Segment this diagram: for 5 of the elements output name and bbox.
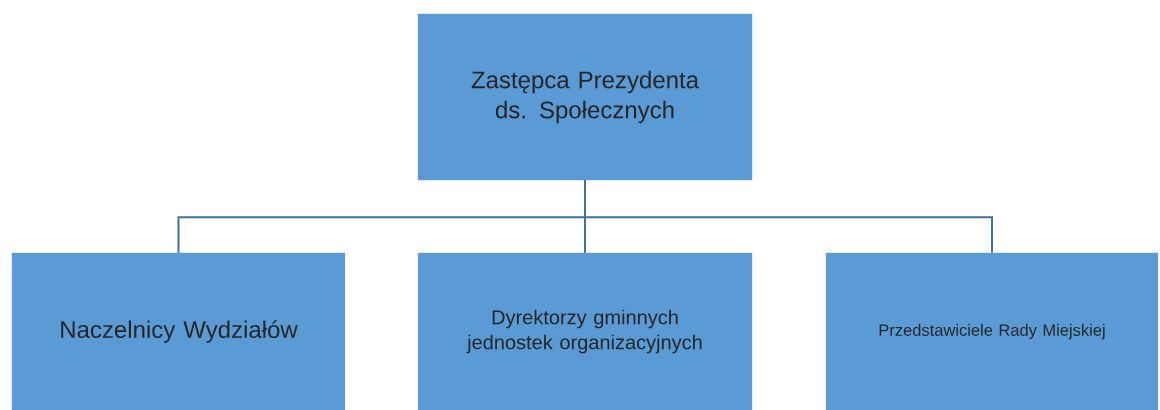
- org-box: Przedstawiciele Rady Miejskiej: [825, 252, 1159, 410]
- org-box: Dyrektorzy gminnych jednostek organizacyjnych: [417, 252, 753, 410]
- connector: [584, 179, 993, 254]
- org-box: Naczelnicy Wydziałów: [11, 252, 346, 410]
- org-box: Zastępca Prezydenta ds. Społecznych: [417, 13, 753, 181]
